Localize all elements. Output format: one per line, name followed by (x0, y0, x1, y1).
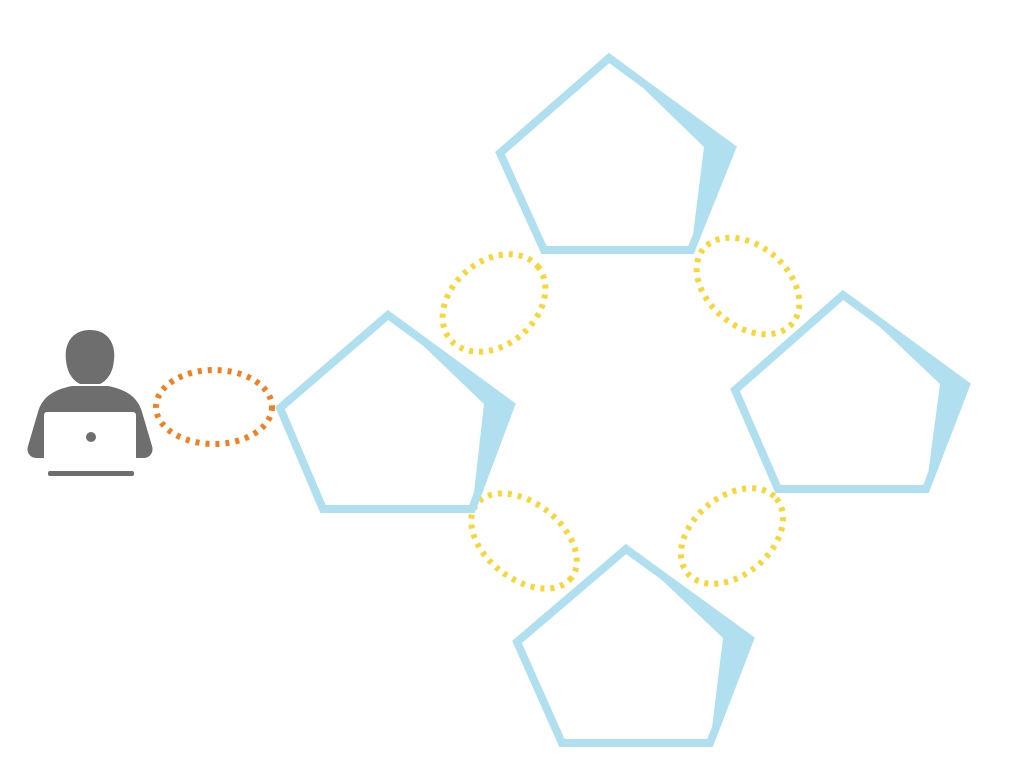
laptop-logo (86, 432, 96, 442)
node-top-outline (495, 52, 737, 254)
node-right-shade (843, 292, 969, 490)
node-right-outline (730, 289, 971, 493)
node-bottom (512, 543, 755, 747)
node-bottom-outline (512, 543, 755, 747)
node-left-shade (388, 312, 514, 510)
node-top (495, 52, 737, 254)
user-head (65, 330, 115, 384)
node-bottom-shade (626, 546, 753, 744)
node-top-shade (609, 55, 735, 251)
user-link-ellipse (153, 367, 275, 447)
node-left-outline (275, 309, 516, 513)
laptop-base (48, 471, 134, 476)
link-left-bottom (468, 490, 580, 592)
node-left (275, 309, 516, 513)
node-right (730, 289, 971, 493)
link-bottom-right (677, 485, 787, 587)
person-with-laptop-icon (27, 330, 153, 476)
link-left-top (439, 251, 549, 355)
